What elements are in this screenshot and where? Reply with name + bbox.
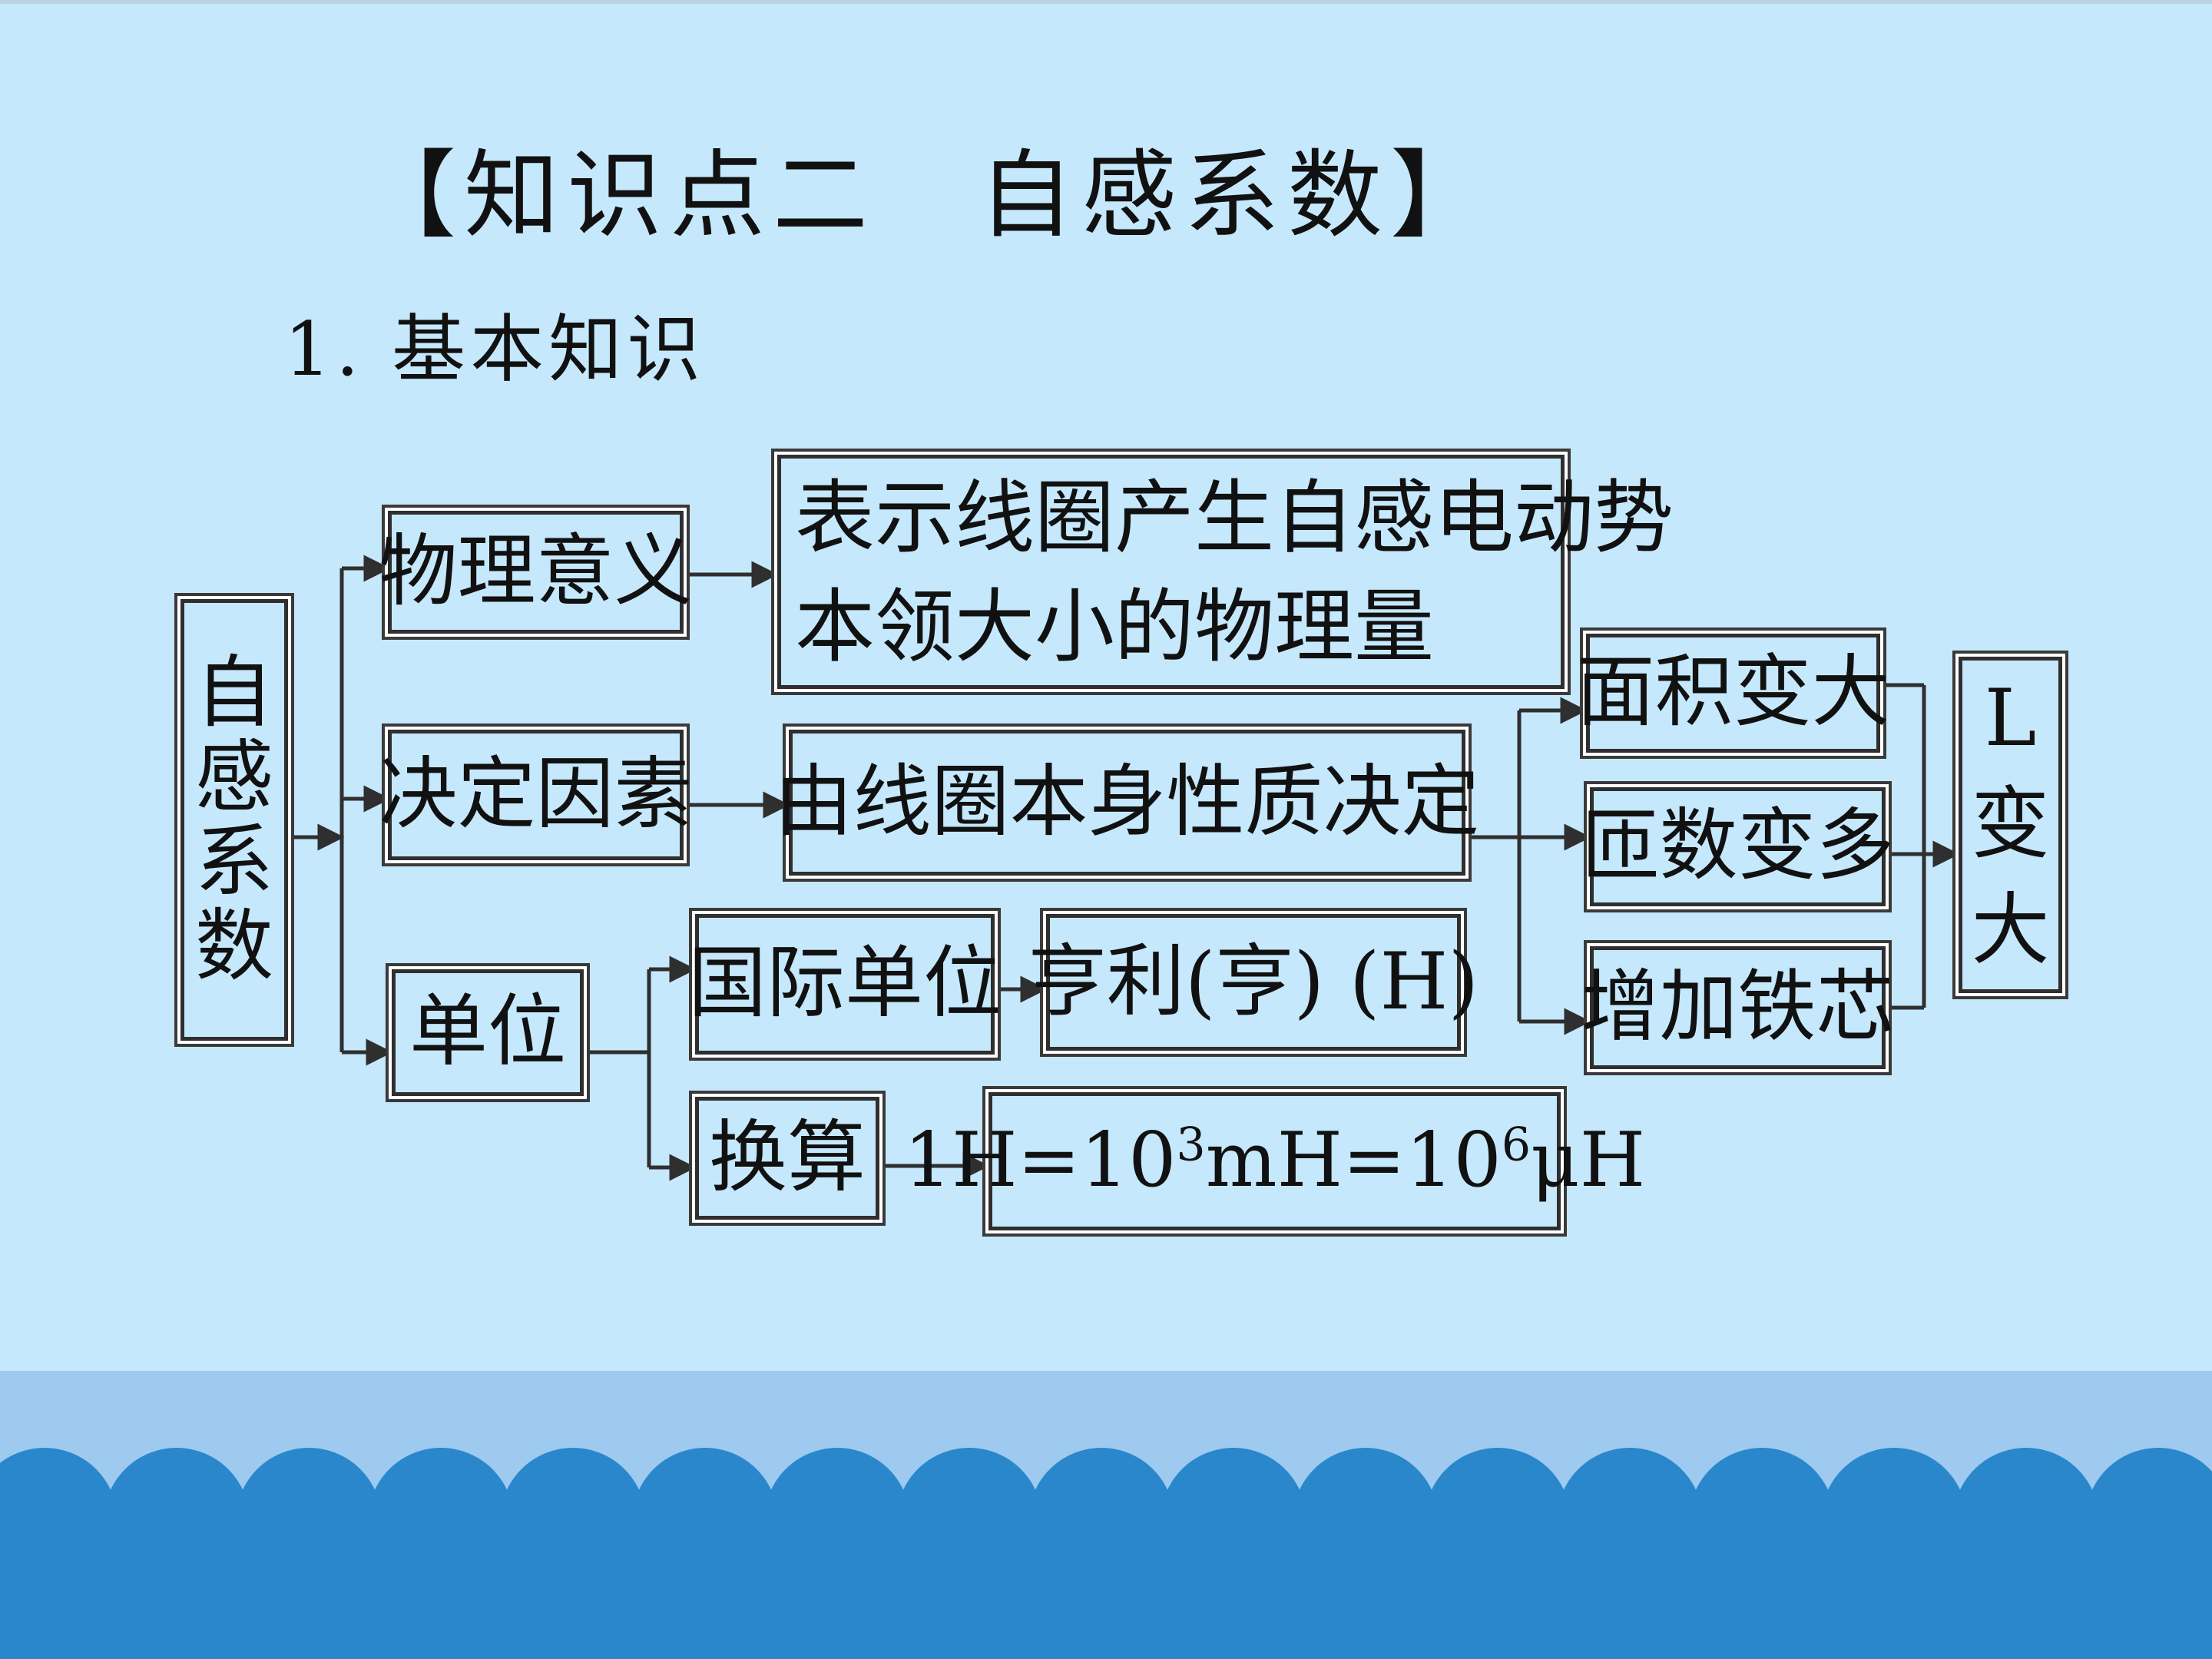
factor-core-node: 增加铁芯 [1581, 946, 1895, 1069]
meaning-text-node: 表示线圈产生自感电动势 本领大小的物理量 [777, 455, 1674, 689]
footer-waves [0, 1448, 2212, 1659]
si-unit-label-node: 国际单位 [688, 914, 1002, 1055]
factor-label-node: 决定因素 [379, 730, 693, 860]
slide-subtitle: 1. 基本知识 [284, 306, 706, 392]
factor-turns-node: 匝数变多 [1581, 787, 1895, 906]
conversion-value: 1H=103mH=106μH [904, 1116, 1645, 1207]
conversion-value-part1: 1H=10 [903, 1117, 1177, 1205]
meaning-label: 物理意义 [379, 525, 693, 618]
result-node: L变大 [1959, 657, 2062, 993]
si-unit-value-node: 亨利(亨) (H) [1028, 914, 1479, 1051]
root-node-label: 自感系数 [195, 647, 273, 992]
meaning-text-line2: 本领大小的物理量 [795, 579, 1435, 674]
top-border [0, 0, 2212, 4]
root-node: 自感系数 [180, 599, 288, 1041]
factor-turns: 匝数变多 [1581, 800, 1895, 892]
factor-text-node: 由线圈本身性质决定 [775, 730, 1480, 876]
factor-area: 面积变大 [1576, 647, 1890, 739]
factor-label: 决定因素 [379, 748, 693, 840]
meaning-text-line1: 表示线圈产生自感电动势 [795, 470, 1674, 565]
unit-label-node: 单位 [392, 969, 584, 1096]
unit-label: 单位 [409, 986, 566, 1078]
wave-base [0, 1601, 2212, 1659]
si-unit-value: 亨利(亨) (H) [1028, 935, 1479, 1028]
conversion-label-node: 换算 [695, 1097, 879, 1220]
factor-text: 由线圈本身性质决定 [774, 756, 1480, 848]
factor-area-node: 面积变大 [1577, 634, 1890, 753]
factor-core: 增加铁芯 [1581, 961, 1895, 1053]
meaning-label-node: 物理意义 [379, 511, 693, 634]
result-label: L变大 [1971, 673, 2050, 976]
conversion-exp2: 6 [1501, 1118, 1532, 1172]
conversion-value-part2: mH=10 [1205, 1117, 1502, 1205]
conversion-value-part3: μH [1531, 1117, 1646, 1205]
slide-title: 【知识点二 自感系数】 [361, 141, 1494, 251]
conversion-label: 换算 [709, 1111, 866, 1204]
diagram-connectors [288, 555, 1960, 1181]
conversion-exp1: 3 [1176, 1118, 1206, 1172]
conversion-value-node: 1H=103mH=106μH [904, 1092, 1645, 1230]
si-unit-label: 国际单位 [688, 938, 1002, 1030]
